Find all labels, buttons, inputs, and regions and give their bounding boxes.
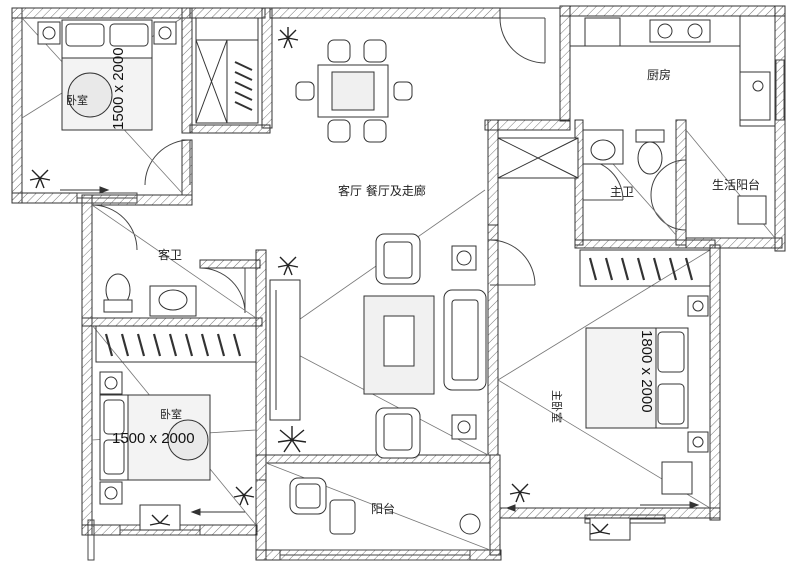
room-label-bedroom-bottom: 卧室 xyxy=(160,408,182,421)
room-label-balcony: 阳台 xyxy=(371,502,396,516)
opening-arrows xyxy=(60,186,700,516)
room-label-bedroom-top: 卧室 xyxy=(66,94,88,107)
guest-bath-fixtures xyxy=(103,273,197,317)
room-label-master-bedroom: 主卧室 xyxy=(550,390,563,423)
bedroom-bottom-furniture xyxy=(99,371,211,531)
dining-table xyxy=(295,39,413,143)
wardrobe-hangers xyxy=(95,249,711,363)
living-furniture xyxy=(269,233,487,459)
bedroom-top-furniture xyxy=(37,19,177,131)
master-bath-fixtures xyxy=(497,129,665,179)
bed-dimension-bottom: 1500 x 2000 xyxy=(112,430,195,447)
room-label-kitchen: 厨房 xyxy=(647,68,672,82)
master-bedroom-furniture xyxy=(585,295,709,541)
bed-dimension-top: 1500 x 2000 xyxy=(110,47,127,130)
room-label-master-bath: 主卫 xyxy=(610,185,635,199)
room-label-guest-bath: 客卫 xyxy=(158,248,183,262)
wardrobe-top xyxy=(195,17,259,124)
room-label-utility-balcony: 生活阳台 xyxy=(712,178,761,192)
plant-icons xyxy=(29,27,611,535)
balcony-furniture xyxy=(289,477,481,535)
kitchen-fixtures xyxy=(569,15,776,225)
room-label-living: 客厅 餐厅及走廊 xyxy=(338,184,426,198)
bed-dimension-master: 1800 x 2000 xyxy=(638,330,655,413)
